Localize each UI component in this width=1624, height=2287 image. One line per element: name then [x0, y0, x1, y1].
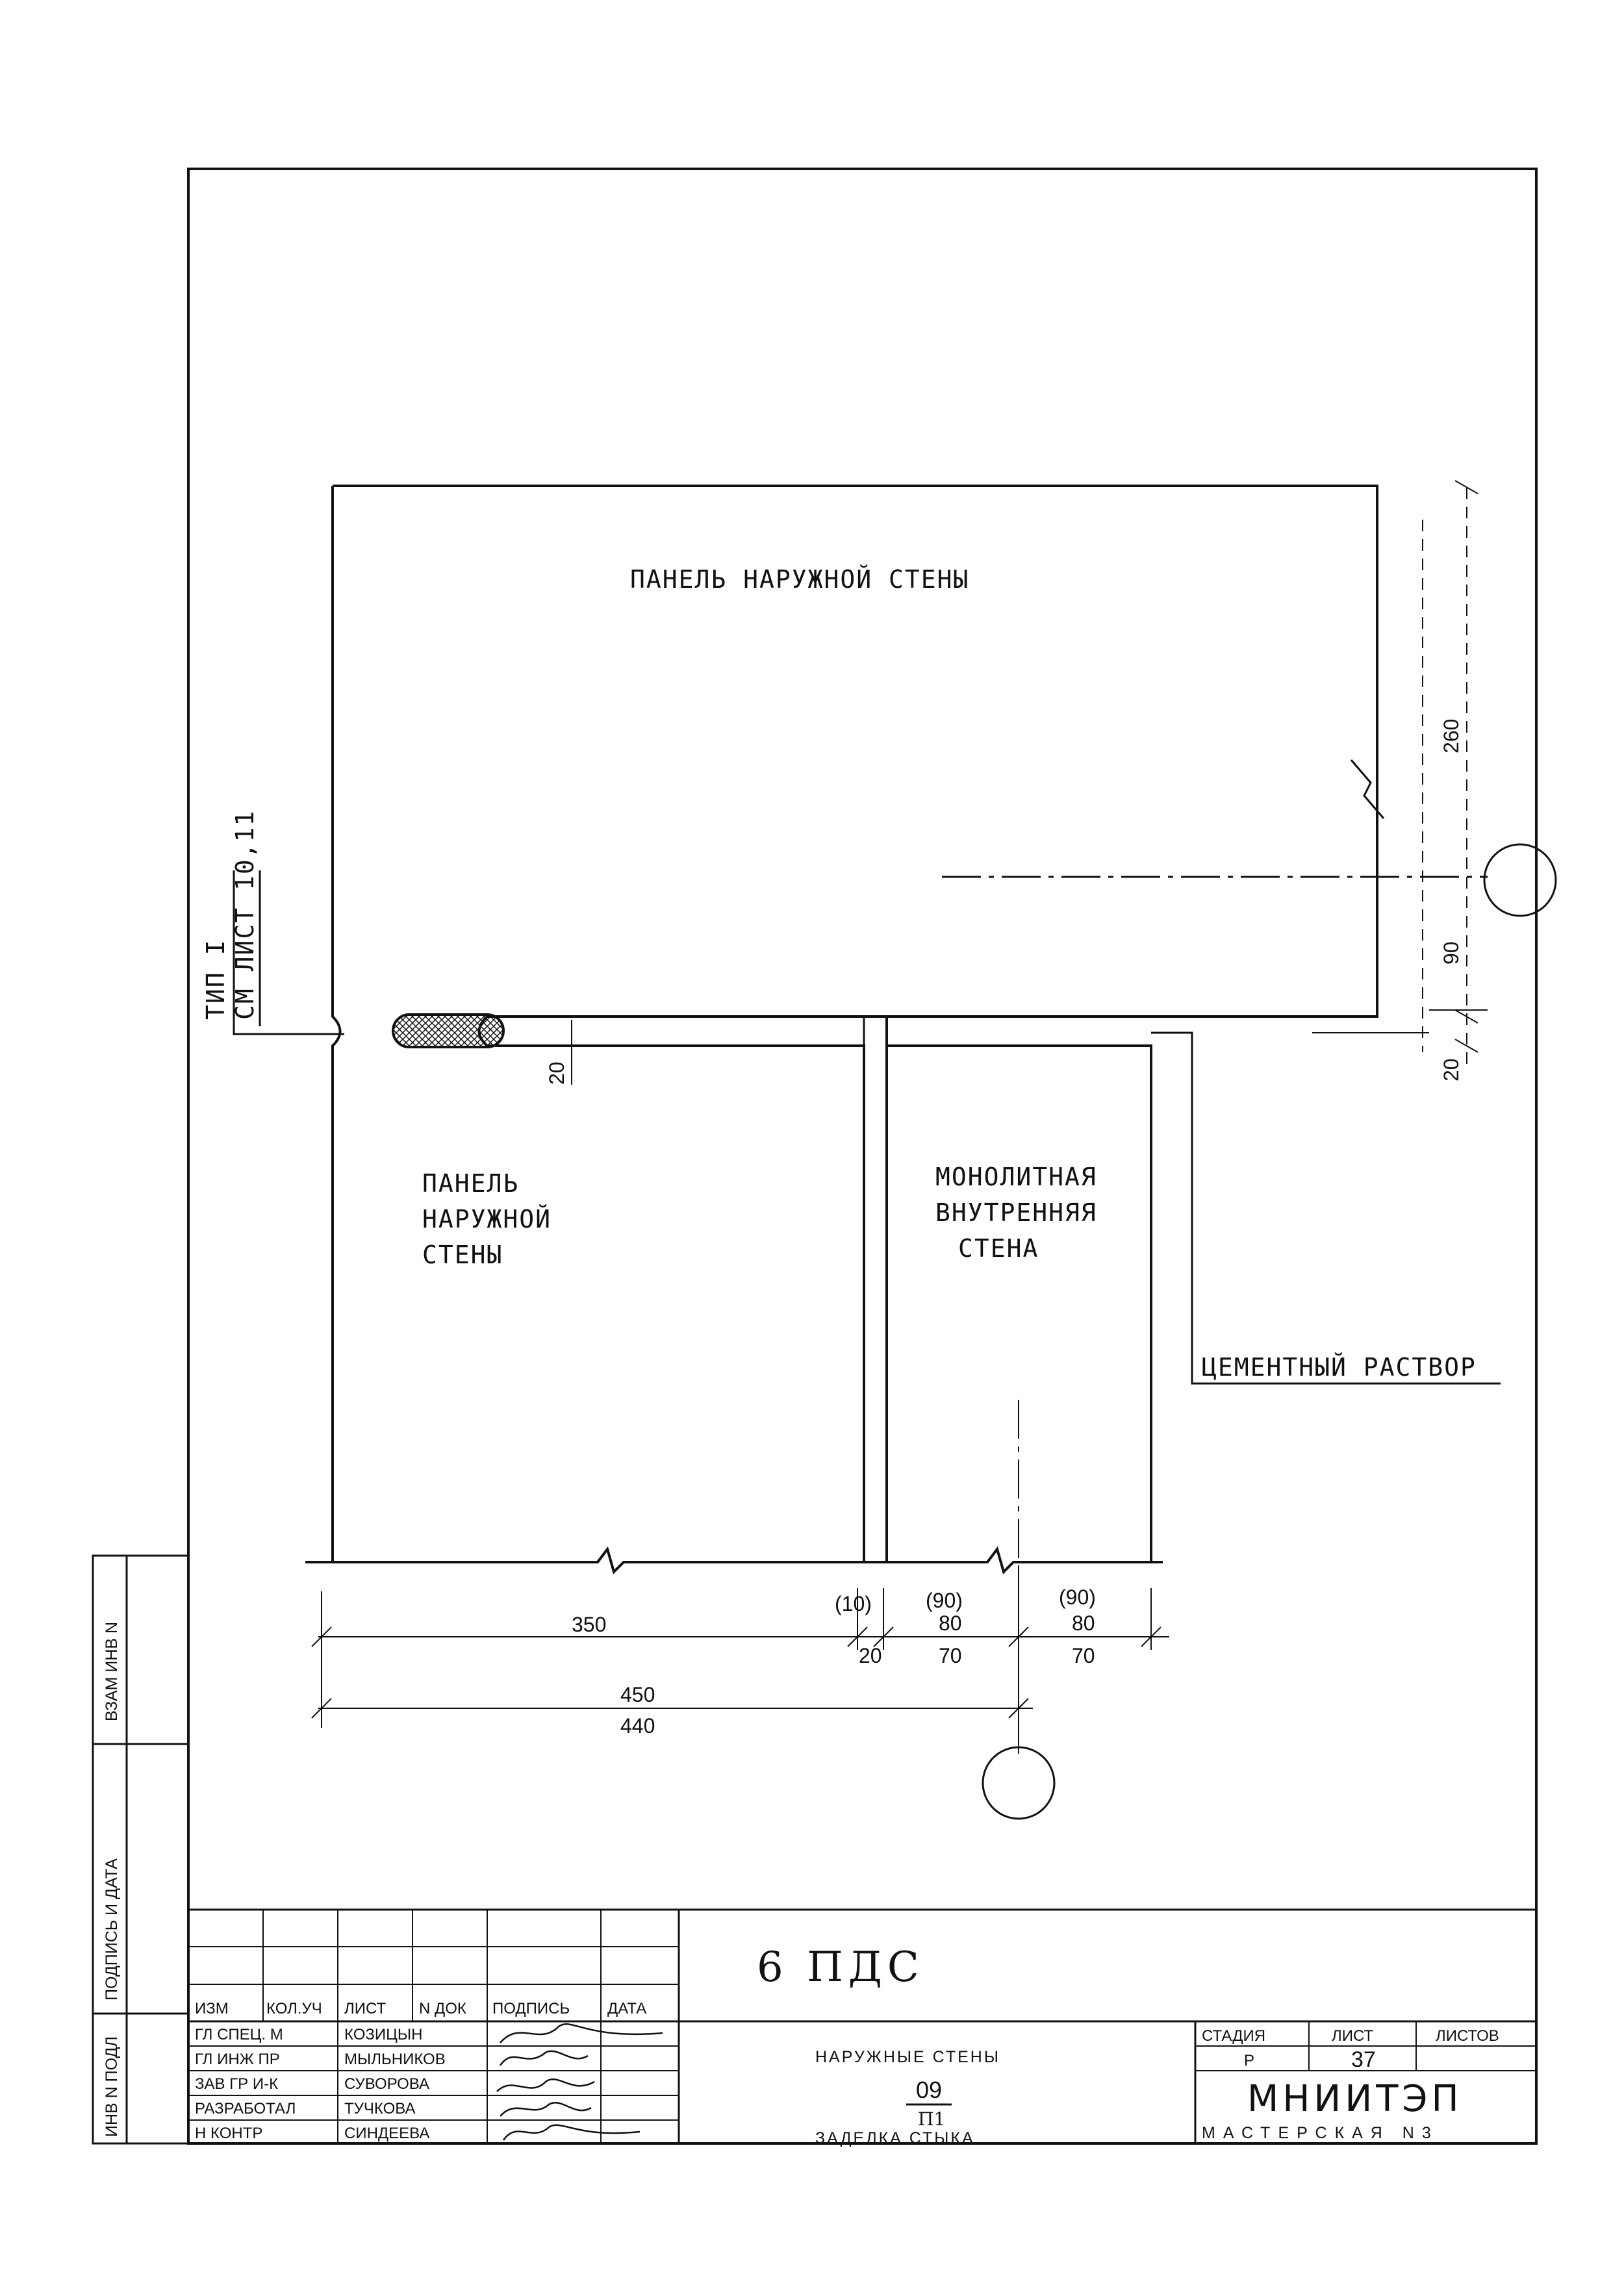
dim-wall-left-bracket: (90) — [926, 1589, 963, 1612]
workshop: МАСТЕРСКАЯ N3 — [1202, 2124, 1439, 2142]
project-code: 6 ПДС — [757, 1943, 924, 1991]
label-outer-panel-bottom-1: ПАНЕЛЬ — [422, 1169, 519, 1198]
side-stamp — [92, 1554, 190, 2145]
right-dimension-chain — [1312, 480, 1488, 1065]
dim-right-upper: 260 — [1440, 719, 1463, 753]
break-line-bottom — [305, 1546, 1163, 1574]
label-type: ТИП I — [201, 939, 230, 1020]
side-stamp-original-inventory: ИНВ N ПОДЛ — [103, 2036, 121, 2137]
cement-mortar-leader — [1151, 1031, 1501, 1385]
dim-wall-right-top: 80 — [1072, 1611, 1095, 1635]
dim-gap: 20 — [859, 1644, 882, 1667]
label-outer-panel-top: ПАНЕЛЬ НАРУЖНОЙ СТЕНЫ — [630, 565, 969, 594]
header-podpis: ПОДПИСЬ — [492, 2000, 570, 2017]
axis-marker-bottom — [982, 1746, 1056, 1820]
sheet-frame — [187, 168, 1538, 2145]
dim-panel-width: 350 — [572, 1613, 606, 1636]
dim-joint-gap: 20 — [545, 1061, 568, 1085]
organization: МНИИТЭП — [1247, 2078, 1463, 2120]
side-stamp-interchange: ВЗАМ ИНВ N — [103, 1622, 121, 1721]
row-role-1: ГЛ СПЕЦ. М — [195, 2026, 283, 2043]
dim-total-top: 450 — [620, 1683, 655, 1706]
joint-sealant — [392, 1013, 505, 1048]
label-outer-panel-bottom-3: СТЕНЫ — [422, 1241, 503, 1269]
doc-number: 09 — [916, 2077, 942, 2103]
label-monolithic-wall-3: СТЕНА — [958, 1234, 1039, 1263]
row-role-5: Н КОНТР — [195, 2125, 262, 2142]
row-role-3: ЗАВ ГР И-К — [195, 2075, 278, 2093]
header-kol-uch: КОЛ.УЧ — [266, 2000, 322, 2017]
label-monolithic-wall-2: ВНУТРЕННЯЯ — [935, 1198, 1097, 1227]
axis-marker-right — [1483, 843, 1557, 917]
label-monolithic-wall-1: МОНОЛИТНАЯ — [935, 1163, 1097, 1191]
break-mark-upper — [1350, 759, 1385, 819]
sheet-header: ЛИСТ — [1332, 2027, 1374, 2045]
side-stamp-signature-date: ПОДПИСЬ И ДАТА — [103, 1858, 121, 2001]
signatures — [496, 2023, 663, 2141]
label-outer-panel-bottom-2: НАРУЖНОЙ — [422, 1205, 552, 1233]
dim-wall-right-bracket: (90) — [1059, 1586, 1096, 1609]
row-name-4: ТУЧКОВА — [344, 2100, 416, 2117]
row-name-5: СИНДЕЕВА — [344, 2125, 429, 2142]
label-see-sheet: СМ ЛИСТ 10,11 — [231, 810, 259, 1020]
dim-wall-left-bottom: 70 — [939, 1644, 962, 1667]
stage-value: Р — [1244, 2052, 1254, 2069]
monolithic-inner-wall — [885, 1017, 1152, 1562]
bottom-dimension-lines — [311, 1400, 1169, 1754]
label-cement-mortar: ЦЕМЕНТНЫЙ РАСТВОР — [1202, 1353, 1477, 1382]
sheet-value: 37 — [1351, 2047, 1376, 2072]
header-izm: ИЗМ — [195, 2000, 229, 2017]
sheets-header: ЛИСТОВ — [1436, 2027, 1499, 2045]
row-name-1: КОЗИЦЫН — [344, 2026, 422, 2043]
dim-wall-right-bottom: 70 — [1072, 1644, 1095, 1667]
doc-sub: П1 — [918, 2108, 945, 2130]
row-role-4: РАЗРАБОТАЛ — [195, 2100, 296, 2117]
sheet-title: НАРУЖНЫЕ СТЕНЫ — [815, 2048, 1000, 2066]
dim-wall-left-top: 80 — [939, 1611, 962, 1635]
type-callout-leader — [233, 870, 344, 1035]
dim-gap-bracket: (10) — [835, 1592, 872, 1615]
detail-title: ЗАДЕЛКА СТЫКА — [815, 2129, 975, 2147]
dim-total-bottom: 440 — [620, 1714, 655, 1737]
row-name-2: МЫЛЬНИКОВ — [344, 2051, 446, 2068]
header-n-dok: N ДОК — [419, 2000, 466, 2017]
header-list: ЛИСТ — [344, 2000, 387, 2017]
row-role-2: ГЛ ИНЖ ПР — [195, 2051, 280, 2068]
row-name-3: СУВОРОВА — [344, 2075, 429, 2093]
dim-right-middle: 90 — [1440, 941, 1463, 965]
dim-right-lower: 20 — [1440, 1058, 1463, 1081]
header-data: ДАТА — [607, 2000, 646, 2017]
title-block-grid — [188, 1908, 1536, 2143]
stage-header: СТАДИЯ — [1202, 2027, 1265, 2045]
